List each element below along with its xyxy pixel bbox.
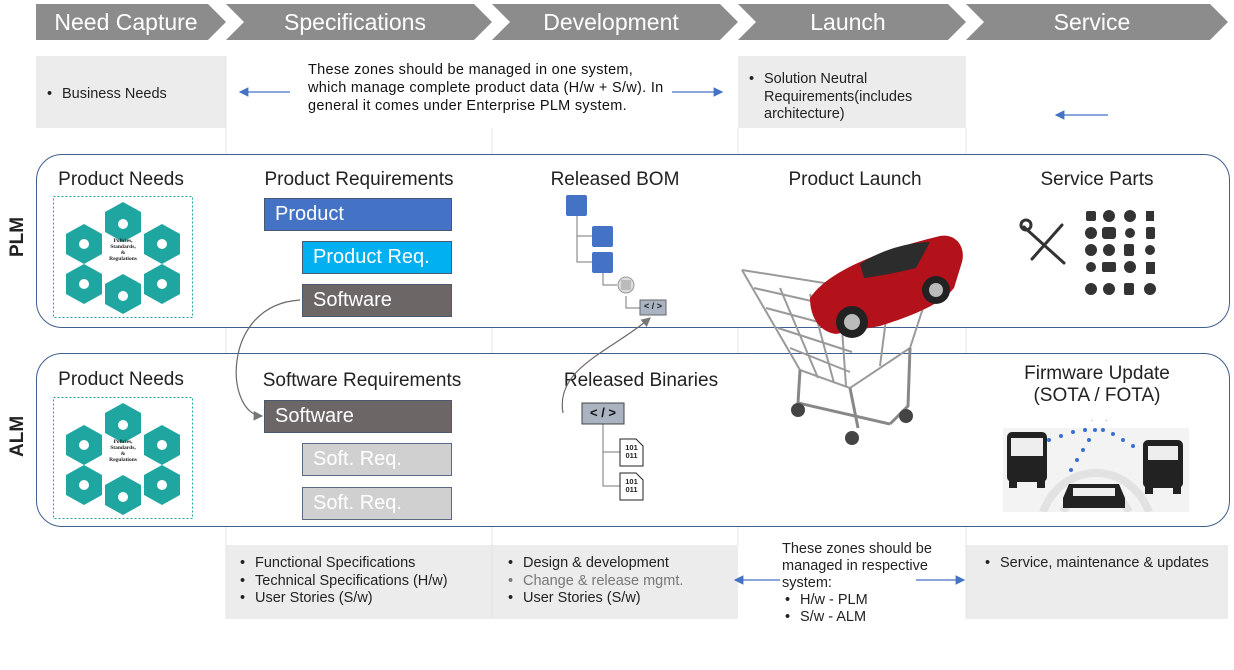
launch-bullet: Solution Neutral Requirements(includes a… bbox=[746, 71, 958, 124]
plm-box-software: Software bbox=[302, 284, 452, 317]
alm-box-software: Software bbox=[264, 400, 452, 433]
alm-box-soft-req-1: Soft. Req. bbox=[302, 443, 452, 476]
dev-bullet-2: Change & release mgmt. bbox=[505, 573, 738, 591]
plm-box-product: Product bbox=[264, 198, 452, 231]
top-center-note: These zones should be managed in one sys… bbox=[308, 62, 664, 114]
spec-bullet-3: User Stories (S/w) bbox=[237, 590, 492, 608]
car-icon bbox=[1063, 484, 1125, 508]
bus-icon bbox=[1007, 432, 1047, 488]
dev-bullet-3: User Stories (S/w) bbox=[505, 590, 738, 608]
alm-needs-hexagon-graphic bbox=[53, 397, 193, 519]
spec-bullet-2: Technical Specifications (H/w) bbox=[237, 573, 492, 591]
service-bullets: Service, maintenance & updates bbox=[982, 555, 1222, 573]
stage-need-capture: Need Capture bbox=[54, 9, 198, 35]
bottom-note-bullet-1: H/w - PLM bbox=[782, 592, 952, 609]
stage-launch: Launch bbox=[810, 9, 886, 35]
bom-node-root bbox=[566, 195, 587, 216]
bottom-center-note: These zones should be managed in respect… bbox=[782, 541, 952, 626]
firmware-update-graphic bbox=[1003, 420, 1189, 512]
stage-development: Development bbox=[543, 9, 679, 35]
plm-dev-title: Released BOM bbox=[550, 169, 680, 190]
service-parts-graphic bbox=[1019, 210, 1156, 295]
plm-needs-hexagon-graphic bbox=[53, 196, 193, 318]
binary-file-icon-2 bbox=[619, 472, 644, 501]
alm-service-title-line1: Firmware Update bbox=[1024, 363, 1170, 384]
bom-code-tag: < / > bbox=[643, 301, 662, 311]
stage-specifications: Specifications bbox=[284, 9, 426, 35]
plm-launch-title: Product Launch bbox=[788, 169, 922, 190]
binaries-code-tag: < / > bbox=[589, 405, 617, 420]
bom-node-code bbox=[639, 299, 667, 316]
plm-service-title: Service Parts bbox=[1040, 169, 1154, 190]
bottom-note-title: These zones should be managed in respect… bbox=[782, 541, 932, 591]
plm-need-title: Product Needs bbox=[58, 169, 184, 190]
stage-chevron-development bbox=[492, 4, 738, 40]
need-bullet: Business Needs bbox=[44, 86, 222, 104]
connector-binaries-to-bom bbox=[561, 317, 651, 414]
stage-chevrons bbox=[36, 4, 1228, 40]
dev-bullets: Design & development Change & release mg… bbox=[505, 555, 738, 608]
spec-bullets: Functional Specifications Technical Spec… bbox=[237, 555, 492, 608]
launch-bullets: Solution Neutral Requirements(includes a… bbox=[746, 71, 958, 124]
wrench-screwdriver-icon bbox=[1019, 218, 1066, 265]
stage-service: Service bbox=[1053, 9, 1131, 35]
signal-dots-icon bbox=[1047, 428, 1135, 472]
dev-bullet-1: Design & development bbox=[505, 555, 738, 573]
binary-label-2: 101 011 bbox=[625, 477, 638, 494]
alm-service-title: Firmware Update (SOTA / FOTA) bbox=[966, 363, 1228, 407]
alm-need-title: Product Needs bbox=[58, 369, 184, 390]
stage-chevron-launch bbox=[738, 4, 966, 40]
plm-lane bbox=[36, 154, 1230, 328]
plm-hex-center-label: Policies, Standards, & Regulations bbox=[109, 238, 137, 262]
bom-node-child-1 bbox=[592, 226, 613, 247]
shopping-cart-car-graphic bbox=[741, 235, 963, 445]
service-bullet: Service, maintenance & updates bbox=[982, 555, 1222, 573]
binary-file-icon-1 bbox=[619, 438, 644, 467]
binary-label-1: 101 011 bbox=[625, 443, 638, 460]
spec-bullet-1: Functional Specifications bbox=[237, 555, 492, 573]
bottom-note-bullet-2: S/w - ALM bbox=[782, 609, 952, 626]
alm-service-title-line2: (SOTA / FOTA) bbox=[1033, 385, 1161, 406]
bom-node-child-2 bbox=[592, 252, 613, 273]
stage-chevron-need-capture bbox=[36, 4, 226, 40]
parts-grid-icon bbox=[1085, 210, 1156, 295]
need-bullets: Business Needs bbox=[44, 86, 222, 104]
alm-box-soft-req-2: Soft. Req. bbox=[302, 487, 452, 520]
connector-software-plm-to-alm bbox=[235, 299, 301, 421]
plm-spec-title: Product Requirements bbox=[264, 169, 454, 190]
alm-dev-title: Released Binaries bbox=[563, 370, 719, 391]
stage-chevron-service bbox=[966, 4, 1228, 40]
alm-hex-center-label: Policies, Standards, & Regulations bbox=[109, 439, 137, 463]
stage-chevron-specifications bbox=[226, 4, 492, 40]
plm-box-product-req: Product Req. bbox=[302, 241, 452, 274]
alm-spec-title: Software Requirements bbox=[262, 370, 462, 391]
binaries-code-node bbox=[581, 402, 625, 425]
truck-icon bbox=[1143, 440, 1183, 494]
